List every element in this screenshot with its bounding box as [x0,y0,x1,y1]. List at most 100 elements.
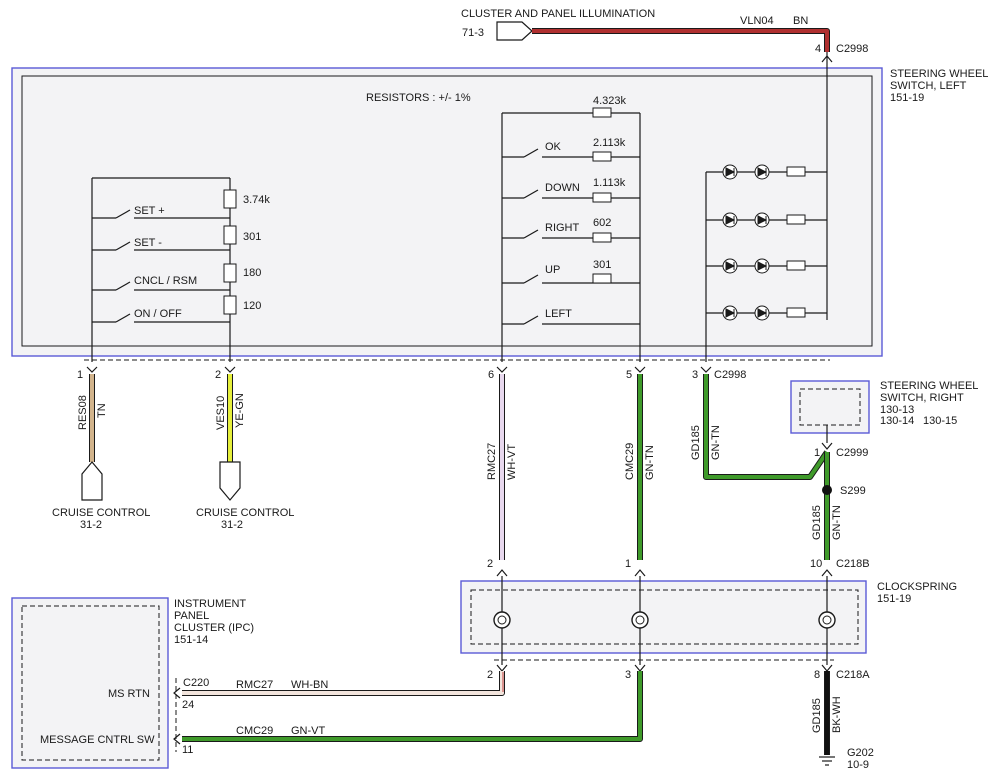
left-switch-inner-box [21,75,873,347]
menu-up-label: UP [545,264,560,276]
ground-ref: 10-9 [847,759,869,771]
cs-top-pin-3: 10 [810,558,822,570]
cruise-res-3: 180 [243,267,261,279]
cruise-connector-icon-2 [219,461,241,501]
ipc-pin-24: 24 [182,699,194,711]
illumination-title: CLUSTER AND PANEL ILLUMINATION [461,8,655,20]
ground-icon [819,756,835,766]
right-switch-ref-3: 130-15 [923,415,957,427]
menu-down-value: 1.113k [593,177,626,189]
menu-ok-label: OK [545,141,562,153]
cs-bottom-connector: C218A [836,669,870,681]
c2999-pin: 1 [814,447,820,459]
led-row-2 [722,212,806,228]
menu-up-value: 301 [593,259,611,271]
cruise-res-2: 301 [243,231,261,243]
pin-2: 2 [215,369,221,381]
res08-color: TN [96,403,108,418]
gd185b-circuit: GD185 [811,505,823,540]
ipc-connector: C220 [183,677,209,689]
menu-top-resistor: 4.323k [593,95,627,107]
gd185a-color: GN-TN [710,425,722,460]
cmc29-color: GN-TN [644,445,656,480]
ipc-title-2: PANEL [174,610,209,622]
illumination-circuit: VLN04 [740,15,774,27]
ipc-title-1: INSTRUMENT [174,598,246,610]
rmc27b-circuit: RMC27 [236,679,273,691]
illumination-color: BN [793,15,808,27]
wire-vln04-outline [532,28,830,52]
pin-arrow-c2999 [821,442,833,450]
menu-ladder [501,107,641,362]
menu-down-label: DOWN [545,182,580,194]
rmc27-color: WH-VT [506,444,518,480]
cmc29b-color: GN-VT [291,725,326,737]
cmc29-circuit: CMC29 [624,443,636,480]
cmc29b-circuit: CMC29 [236,725,273,737]
c2998-lower-label: C2998 [714,369,746,381]
pin-3: 3 [692,369,698,381]
pin-arrow-24 [173,687,181,699]
clockspring-box [460,580,867,654]
ground-name: G202 [847,747,874,759]
c2999-connector: C2999 [836,447,868,459]
right-switch-title-1: STEERING WHEEL [880,380,978,392]
led-row-4 [722,305,806,321]
cruise-label-2: CRUISE CONTROL [196,507,294,519]
clockspring-title: CLOCKSPRING [877,581,957,593]
gd185a-circuit: GD185 [690,425,702,460]
switch-on-off: ON / OFF [134,308,182,320]
gd185c-circuit: GD185 [811,698,823,733]
wire-vln04 [532,29,829,52]
pin-1: 1 [77,369,83,381]
ipc-ms-rtn: MS RTN [108,688,150,700]
splice-dot [822,485,832,495]
wire-gd185a [704,374,829,479]
led-row-1 [722,164,806,180]
pin-5: 5 [626,369,632,381]
rmc27-circuit: RMC27 [486,443,498,480]
right-switch-ref-1: 130-13 [880,404,914,416]
ipc-title-3: CLUSTER (IPC) [174,622,254,634]
pin-arrow-11 [173,733,181,745]
switch-cncl-rsm: CNCL / RSM [134,275,197,287]
res08-circuit: RES08 [77,395,89,430]
resistor-note: RESISTORS : +/- 1% [366,92,471,104]
splice-name: S299 [840,485,866,497]
led-row-3 [722,258,806,274]
right-switch-title-2: SWITCH, RIGHT [880,392,964,404]
rmc27b-color: WH-BN [291,679,328,691]
wire-cmc29b [182,671,642,741]
cs-top-pin-2: 1 [625,558,631,570]
ipc-pin-11: 11 [182,744,193,756]
cruise-ref-1: 31-2 [80,519,102,531]
cruise-ladder [91,177,237,362]
cruise-connector-icon-1 [81,461,103,501]
menu-right-value: 602 [593,217,611,229]
cruise-res-1: 3.74k [243,194,270,206]
clockspring-top-arrows [496,569,833,577]
pin-6: 6 [488,369,494,381]
illumination-connector: C2998 [836,43,868,55]
menu-ok-value: 2.113k [593,137,626,149]
cruise-label-1: CRUISE CONTROL [52,507,150,519]
cs-bottom-pin-2: 3 [625,669,631,681]
cs-top-pin-1: 2 [487,558,493,570]
cs-top-connector: C218B [836,558,870,570]
cs-bottom-pin-3: 8 [814,669,820,681]
gd185c-color: BK-WH [831,696,843,733]
clockspring-inner [470,589,859,645]
wire-rmc27b [182,671,504,695]
illumination-ref: 71-3 [462,27,484,39]
right-switch-box [790,380,870,434]
menu-left-label: LEFT [545,308,572,320]
illumination-pin: 4 [815,43,821,55]
ipc-box [11,597,169,769]
ves10-color: YE-GN [234,393,246,428]
c2998-pin-arrows [86,366,712,373]
switch-set-minus: SET - [134,237,162,249]
left-switch-title-2: SWITCH, LEFT [890,80,967,92]
left-switch-box [11,67,883,357]
right-switch-ref-2: 130-14 [880,415,914,427]
